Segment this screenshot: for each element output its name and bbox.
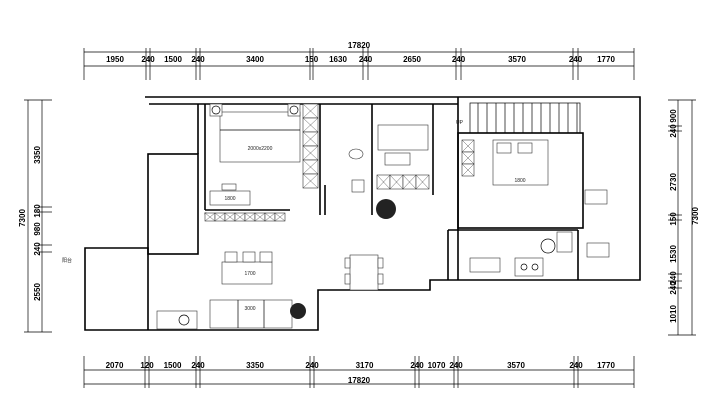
top-dim-label: 3570 xyxy=(508,55,526,64)
bottom-dim-label: 1770 xyxy=(597,361,615,370)
desk: 1800 xyxy=(209,183,251,206)
balcony-label: 阳台 xyxy=(62,257,72,264)
small-sofa: 1700 xyxy=(221,251,273,285)
bottom-dim-label: 240 xyxy=(569,361,583,370)
bed-second-size: 1800 xyxy=(514,178,525,184)
windows-tags xyxy=(584,189,610,258)
walls xyxy=(84,96,641,331)
top-dim-label: 240 xyxy=(569,55,583,64)
master-bed-size: 2000x2200 xyxy=(248,146,273,152)
bottom-dim-label: 1500 xyxy=(164,361,182,370)
bathroom xyxy=(348,148,396,219)
large-sofa: 3000 xyxy=(209,299,306,329)
left-dim-label: 3350 xyxy=(33,146,42,164)
bottom-dim-label: 240 xyxy=(449,361,463,370)
bottom-dim-label: 3170 xyxy=(356,361,374,370)
left-total-dim: 7300 xyxy=(18,209,27,227)
right-dim-label: 150 xyxy=(669,212,678,226)
stair-up-label: UP xyxy=(456,120,464,126)
dining-table xyxy=(344,254,384,291)
right-dim-label: 240 xyxy=(669,271,678,285)
kitchen xyxy=(469,231,573,277)
right-total-dim: 7300 xyxy=(691,207,700,225)
top-dim-label: 1950 xyxy=(106,55,124,64)
right-dim-label: 900 xyxy=(669,109,678,123)
desk-size: 1800 xyxy=(224,196,235,202)
left-dimension-chain: 7300 3350 180 980 240 2550 xyxy=(18,99,52,333)
right-dim-label: 1010 xyxy=(669,305,678,323)
right-dim-label: 2730 xyxy=(669,173,678,191)
bottom-total-dim: 17820 xyxy=(348,376,371,385)
right-dim-label: 240 xyxy=(669,281,678,295)
sofa-large-size: 3000 xyxy=(244,306,255,312)
top-dim-label: 3400 xyxy=(246,55,264,64)
bottom-dim-label: 1070 xyxy=(428,361,446,370)
bottom-dim-label: 2070 xyxy=(106,361,124,370)
bottom-dim-label: 240 xyxy=(191,361,205,370)
top-total-dim: 17820 xyxy=(348,41,371,50)
top-dim-label: 240 xyxy=(359,55,373,64)
left-dim-label: 180 xyxy=(33,204,42,218)
wardrobe-master xyxy=(302,103,319,189)
bottom-dim-label: 240 xyxy=(305,361,319,370)
top-dim-label: 240 xyxy=(191,55,205,64)
second-bedroom: 1800 xyxy=(377,124,549,186)
bottom-dim-label: 3350 xyxy=(246,361,264,370)
left-dim-label: 240 xyxy=(33,242,42,256)
wardrobe-second xyxy=(376,139,475,190)
top-dim-label: 150 xyxy=(305,55,319,64)
top-dim-label: 2650 xyxy=(403,55,421,64)
right-dim-label: 240 xyxy=(669,124,678,138)
staircase: UP xyxy=(456,102,581,134)
left-dim-label: 980 xyxy=(33,222,42,236)
top-dim-label: 240 xyxy=(452,55,466,64)
top-dimension-chain: 17820 1950 240 1500 240 3400 150 1630 240 2650 24… xyxy=(83,41,635,80)
bottom-dim-label: 3570 xyxy=(507,361,525,370)
sofa-small-size: 1700 xyxy=(244,271,255,277)
cabinet-row xyxy=(204,212,286,222)
top-dim-label: 1500 xyxy=(164,55,182,64)
bottom-dim-label: 240 xyxy=(410,361,424,370)
master-bed: 2000x2200 xyxy=(209,103,301,163)
top-dim-label: 240 xyxy=(141,55,155,64)
washer xyxy=(156,310,198,330)
top-dim-label: 1770 xyxy=(597,55,615,64)
bottom-dim-label: 120 xyxy=(140,361,154,370)
top-dim-label: 1630 xyxy=(329,55,347,64)
left-dim-label: 2550 xyxy=(33,283,42,301)
right-dim-label: 1530 xyxy=(669,245,678,263)
